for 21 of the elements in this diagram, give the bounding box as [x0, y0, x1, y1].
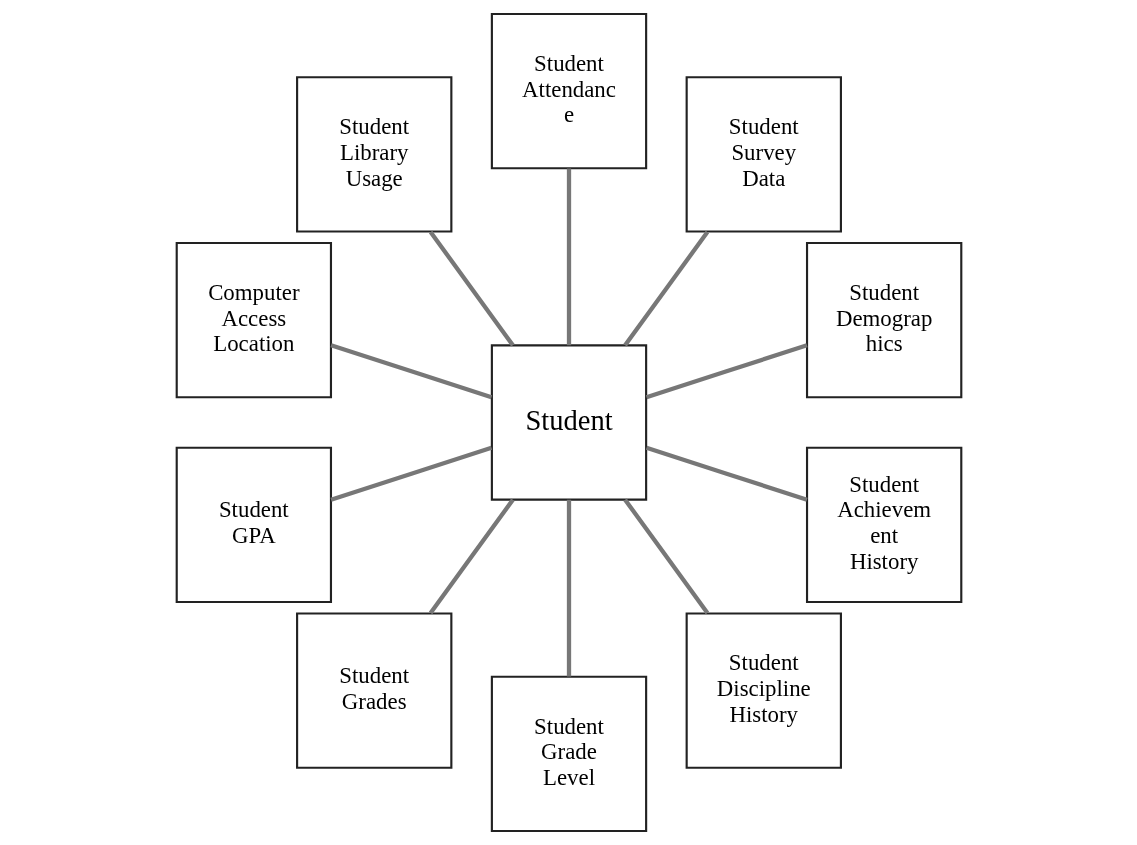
connector [566, 499, 571, 677]
connector [645, 343, 808, 400]
connector [428, 498, 515, 615]
node-box: Student Achievem ent History [805, 446, 962, 604]
node-box: Student Grade Level [490, 675, 647, 833]
node-box: Student [490, 344, 647, 501]
node-box: Student Demograp hics [805, 241, 962, 399]
connector [428, 230, 515, 347]
node-box: Computer Access Location [175, 241, 332, 399]
node-box: Student Discipline History [685, 612, 842, 769]
node-box: Student Library Usage [295, 76, 452, 233]
node-box: Student Attendanc e [490, 12, 647, 170]
node-box: Student Grades [295, 612, 452, 769]
connector [329, 445, 492, 502]
node-box: Student Survey Data [685, 76, 842, 233]
connector [329, 343, 492, 400]
connector [645, 445, 808, 502]
connector [622, 498, 709, 615]
node-box: Student GPA [175, 446, 332, 604]
connector [622, 230, 709, 347]
connector [566, 168, 571, 346]
